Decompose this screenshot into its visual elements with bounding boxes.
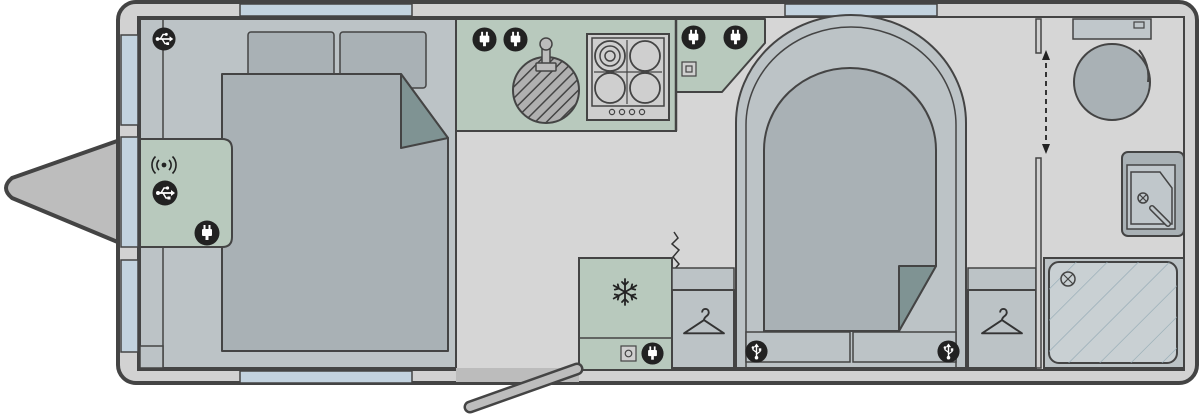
plug-socket-icon bbox=[723, 25, 748, 50]
usb-icon bbox=[152, 27, 176, 51]
toilet bbox=[1072, 18, 1152, 121]
switch-icon bbox=[620, 345, 637, 362]
usb-charging-icon bbox=[937, 340, 960, 363]
zigzag-line bbox=[670, 231, 681, 271]
front-bedroom bbox=[139, 18, 457, 369]
sliding-door bbox=[1035, 18, 1050, 369]
washbasin bbox=[1121, 151, 1185, 237]
duvet-fold bbox=[400, 73, 449, 149]
windows bbox=[120, 3, 938, 384]
wifi-icon bbox=[151, 155, 177, 175]
fridge bbox=[578, 231, 681, 371]
duvet-fold bbox=[898, 265, 937, 332]
lounge-island-bed bbox=[735, 14, 967, 369]
plug-socket-icon bbox=[503, 27, 528, 52]
switch-icon bbox=[681, 61, 697, 77]
plug-socket-icon bbox=[194, 220, 220, 246]
island-mattress bbox=[763, 67, 937, 332]
shower bbox=[1043, 257, 1185, 369]
island-bed bbox=[745, 26, 957, 369]
usb-charging-icon bbox=[745, 340, 768, 363]
entrance-door bbox=[456, 362, 584, 414]
plug-socket-icon bbox=[641, 342, 664, 365]
round-sink bbox=[512, 37, 580, 124]
double-bed bbox=[221, 73, 449, 352]
washroom bbox=[1043, 18, 1185, 369]
plug-socket-icon bbox=[681, 25, 706, 50]
snowflake-icon bbox=[612, 278, 638, 306]
kitchen-side bbox=[674, 18, 766, 131]
usb-icon bbox=[152, 180, 178, 206]
wardrobe-right bbox=[967, 267, 1037, 369]
a-frame-drawbar bbox=[4, 138, 122, 245]
plug-socket-icon bbox=[472, 27, 497, 52]
gas-hob bbox=[586, 33, 670, 121]
kitchen-sink-hob bbox=[455, 18, 677, 132]
wardrobe-left bbox=[671, 267, 735, 369]
